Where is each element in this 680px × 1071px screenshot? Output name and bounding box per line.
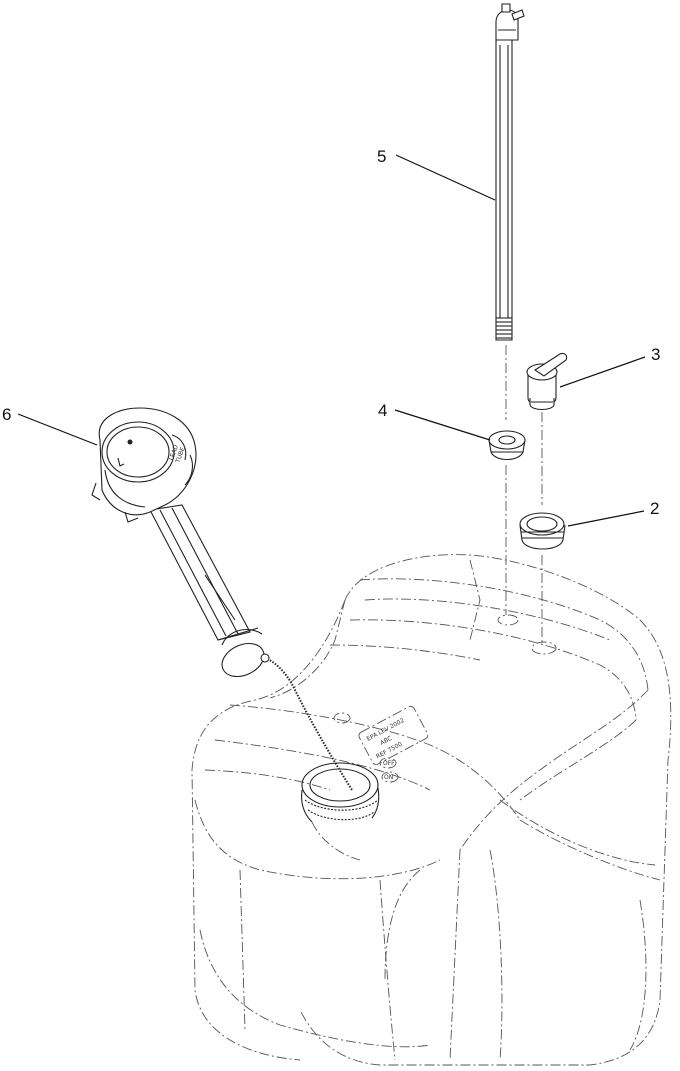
callout-2: 2 — [567, 499, 659, 527]
callout-5: 5 — [377, 147, 496, 201]
callout-label-5: 5 — [377, 147, 386, 166]
vent-valve — [526, 352, 568, 505]
decal-line-2: ABC — [379, 735, 393, 747]
callout-4: 4 — [378, 401, 491, 441]
filler-neck — [301, 762, 380, 861]
callout-3: 3 — [559, 345, 660, 388]
grommet — [488, 430, 526, 615]
bushing — [519, 512, 566, 642]
callout-label-3: 3 — [651, 345, 660, 364]
callout-label-4: 4 — [378, 401, 387, 420]
callout-6: 6 — [2, 405, 98, 446]
callout-label-6: 6 — [2, 405, 11, 424]
fuel-tank — [191, 554, 672, 1066]
callout-label-2: 2 — [650, 499, 659, 518]
fuel-cap-assembly: LEAD TUBE — [91, 407, 353, 791]
fill-mark-on: ON — [384, 774, 393, 781]
fill-mark-off: OFF — [383, 760, 395, 767]
pickup-tube — [495, 3, 525, 420]
